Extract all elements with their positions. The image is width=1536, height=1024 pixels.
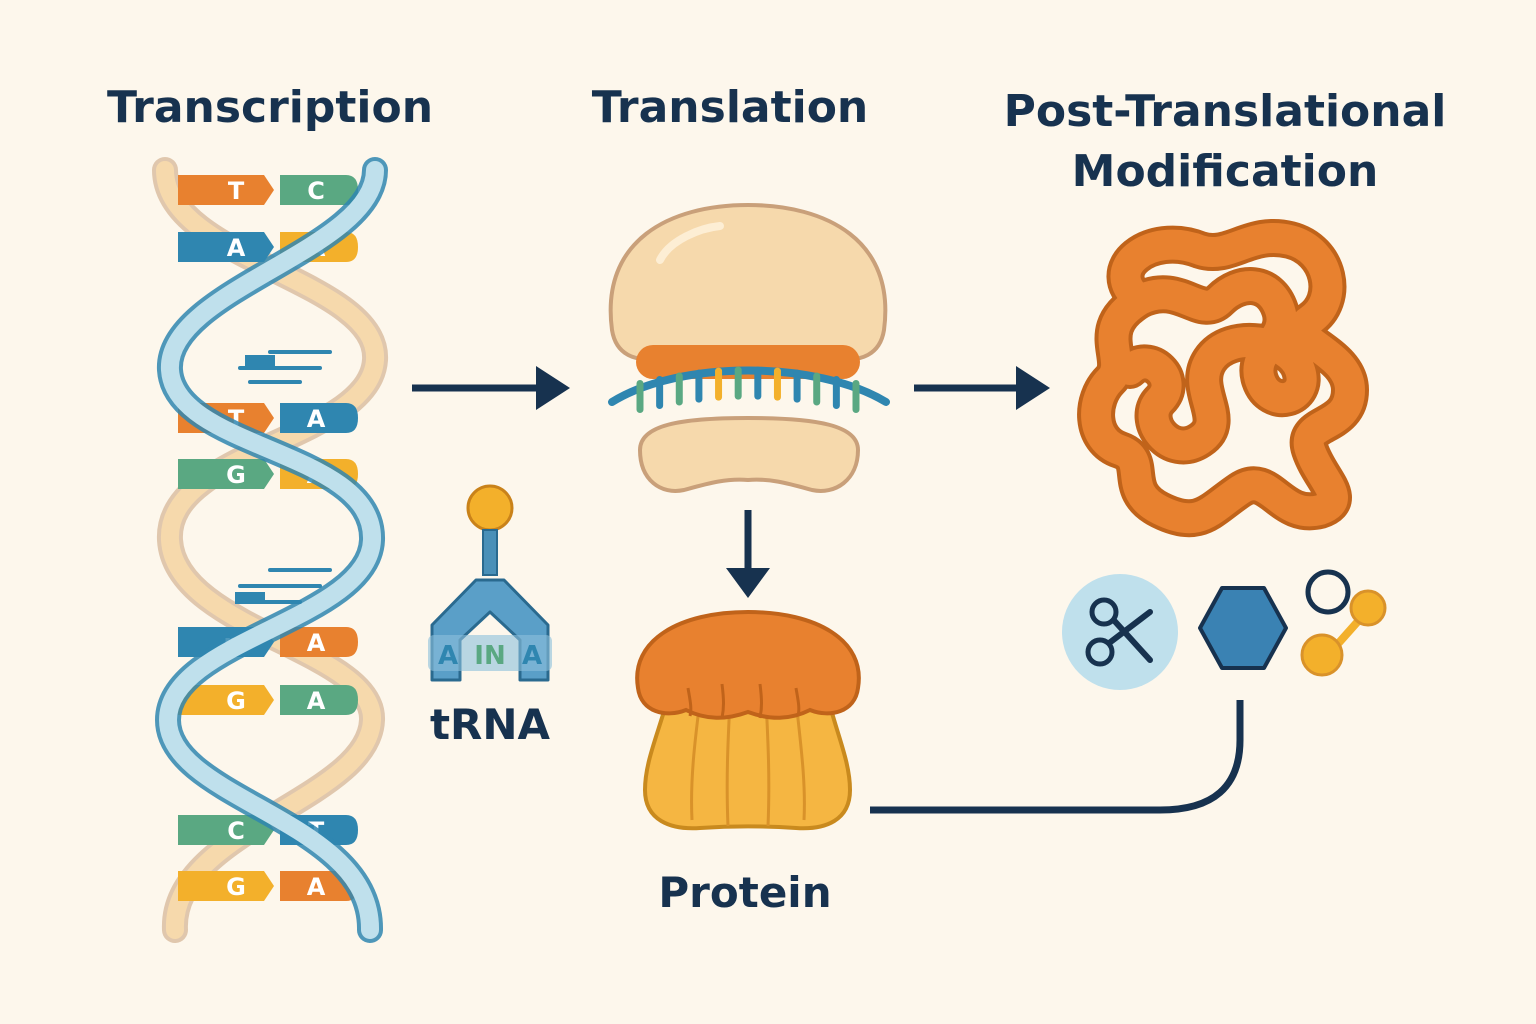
mrna-fragments (235, 350, 332, 604)
dna-base-letter: C (307, 177, 325, 205)
trna-anticodon-3: A (522, 641, 542, 671)
ribosome-band (636, 345, 860, 379)
dna-base-letter: A (227, 234, 246, 262)
dna-base-letter: A (307, 405, 326, 433)
dna-base-block (178, 815, 274, 845)
dna-base-block (280, 685, 358, 715)
dna-base-letter: A (307, 687, 326, 715)
codon-ticks (636, 366, 860, 414)
dna-base-block (280, 627, 358, 657)
dna-base-letter: C (227, 817, 245, 845)
trna-icon (428, 484, 552, 682)
trna-anticodon-1: A (438, 641, 458, 671)
title-transcription: Transcription (106, 82, 434, 133)
arrow-to-ptm (914, 366, 1050, 410)
dna-base-block (178, 232, 274, 262)
trna-anticodon-2: IN (474, 641, 505, 671)
title-post-translational-modification: Post-Translational Modification (990, 82, 1460, 202)
dna-base-letter: A (307, 873, 326, 901)
dna-base-letter: A (307, 629, 326, 657)
ribosome-large-subunit (608, 202, 888, 361)
dna-base-letter: T (228, 177, 245, 205)
protein-cap (635, 609, 861, 720)
dna-base-letter: G (226, 687, 246, 715)
arrow-to-protein (726, 510, 770, 598)
ribosome (608, 202, 890, 493)
label-trna: tRNA (429, 700, 551, 749)
label-protein: Protein (658, 868, 832, 917)
title-ptm-line1: Post-Translational (1003, 86, 1447, 137)
dna-base-block (178, 871, 274, 901)
phosphate-group-icon (1300, 569, 1387, 677)
arrow-to-translation (412, 366, 570, 410)
hexagon-icon (1198, 586, 1288, 670)
protein-shape (635, 609, 861, 831)
title-translation: Translation (591, 82, 869, 133)
dna-base-block (178, 685, 274, 715)
dna-base-letter: G (226, 873, 246, 901)
folded-protein (1077, 219, 1369, 538)
connector-protein-to-ptm (870, 700, 1244, 814)
dna-base-letter: G (226, 461, 246, 489)
ribosome-small-subunit (637, 415, 861, 493)
dna-base-block (178, 175, 274, 205)
scissors-icon (1062, 574, 1178, 690)
title-ptm-line2: Modification (1071, 146, 1379, 197)
dna-base-block (178, 459, 274, 489)
dna-base-block (280, 403, 358, 433)
dna-base-block (280, 175, 358, 205)
